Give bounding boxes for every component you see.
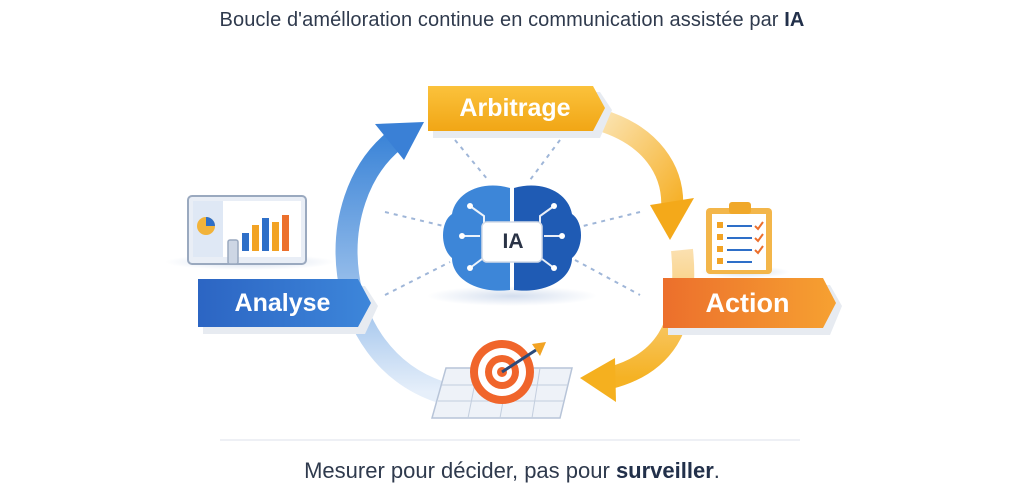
dotted-connectors [384, 139, 641, 296]
title-text: Boucle d'amélloration continue en commun… [219, 9, 785, 31]
step-shape-arbitrage [428, 86, 612, 138]
dashboard-monitor-icon [165, 195, 335, 270]
caption-emphasis: surveiller [615, 458, 714, 483]
caption: Mesurer pour décider, pas pour surveille… [0, 458, 1024, 484]
step-label-action: Action [705, 287, 790, 318]
title-emphasis: IA [784, 9, 805, 31]
brain-icon [427, 185, 597, 306]
checklist-clipboard-icon [700, 202, 790, 278]
page-title: Boucle d'amélloration continue en commun… [0, 9, 1024, 32]
arrow-analyse-to-arbitrage [335, 122, 444, 403]
caption-suffix: . [713, 458, 720, 483]
target-calendar-icon [431, 340, 573, 419]
step-shape-action [663, 278, 842, 335]
center-label-ia: IA [502, 230, 524, 253]
step-shape-analyse [198, 279, 378, 334]
caption-text: Mesurer pour décider, pas pour [304, 458, 616, 483]
step-label-analyse: Analyse [234, 288, 331, 317]
step-label-arbitrage: Arbitrage [459, 93, 571, 122]
arrow-action-to-measure [580, 248, 695, 402]
arrow-arbitrage-to-action [596, 109, 694, 240]
